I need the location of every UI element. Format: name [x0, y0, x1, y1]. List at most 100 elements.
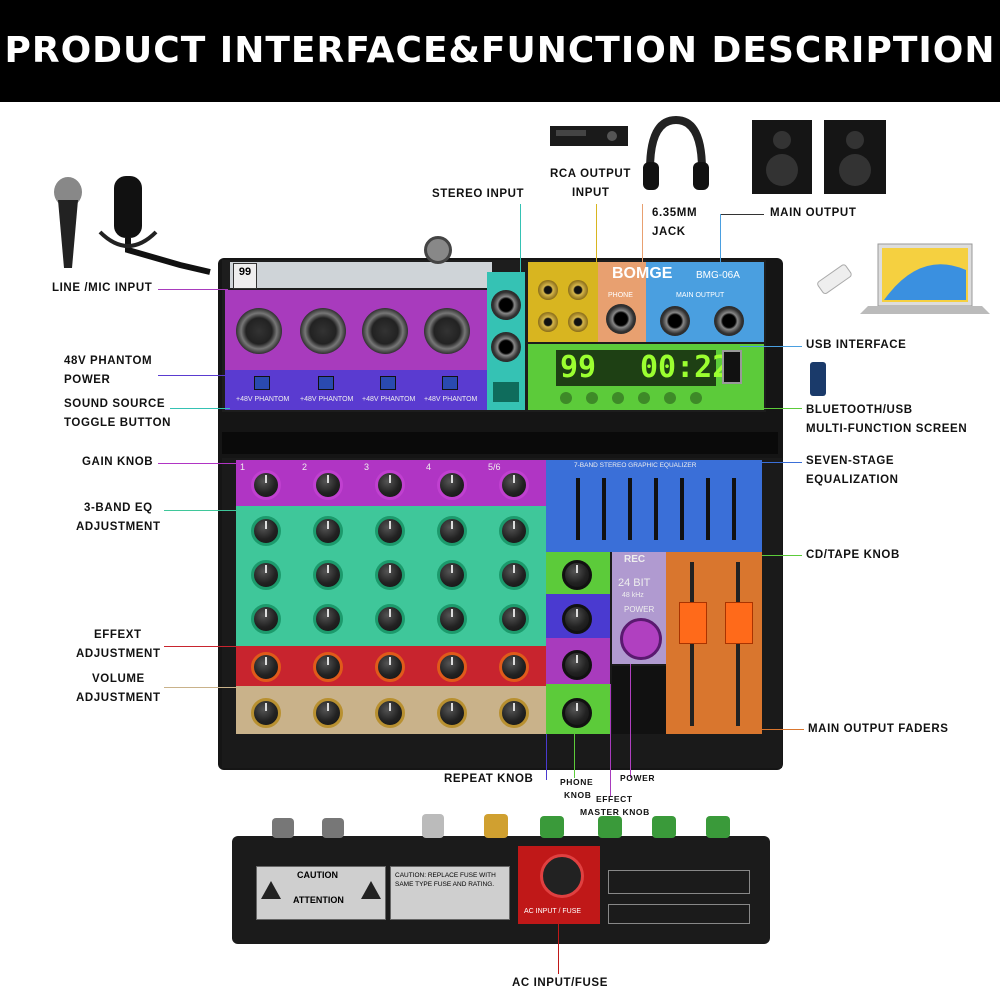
gain-knob-4[interactable] — [437, 470, 467, 500]
ac-input-panel: AC INPUT / FUSE — [518, 846, 600, 924]
eq-high-knob-5[interactable] — [499, 516, 529, 546]
label-phantom-2: POWER — [64, 374, 111, 386]
phone-volume-knob[interactable] — [562, 698, 592, 728]
ac-input-socket[interactable] — [540, 854, 584, 898]
back-jack-1[interactable] — [272, 818, 294, 838]
eq-slider-7[interactable] — [732, 478, 736, 540]
level-knob-4[interactable] — [437, 698, 467, 728]
player-button-6[interactable] — [690, 392, 702, 404]
phantom-button-2[interactable] — [318, 376, 334, 390]
rca-output-right[interactable] — [568, 312, 588, 332]
player-button-5[interactable] — [664, 392, 676, 404]
gain-knob-2[interactable] — [313, 470, 343, 500]
label-main-faders: MAIN OUTPUT FADERS — [808, 723, 949, 735]
ac-input-panel-label: AC INPUT / FUSE — [524, 908, 582, 915]
usb-port[interactable] — [722, 350, 742, 384]
eq-slider-4[interactable] — [654, 478, 658, 540]
mic-input-4[interactable] — [424, 308, 470, 354]
eq-low-knob-2[interactable] — [313, 604, 343, 634]
player-button-3[interactable] — [612, 392, 624, 404]
eq-high-knob-4[interactable] — [437, 516, 467, 546]
screen-preset: 99 — [560, 350, 597, 385]
stereo-input-right[interactable] — [491, 332, 521, 362]
player-button-2[interactable] — [586, 392, 598, 404]
repeat-knob[interactable] — [562, 604, 592, 634]
gain-knob-5[interactable] — [499, 470, 529, 500]
fx-knob-5[interactable] — [499, 652, 529, 682]
usb-56-toggle[interactable] — [493, 382, 519, 402]
fx-knob-1[interactable] — [251, 652, 281, 682]
gain-knob-3[interactable] — [375, 470, 405, 500]
power-button-label: POWER — [624, 605, 655, 614]
label-eq-2: ADJUSTMENT — [76, 521, 161, 533]
fx-knob-4[interactable] — [437, 652, 467, 682]
phantom-text-3: +48V PHANTOM — [362, 396, 416, 403]
eq-low-knob-4[interactable] — [437, 604, 467, 634]
eq-low-knob-3[interactable] — [375, 604, 405, 634]
rca-input-left[interactable] — [538, 280, 558, 300]
player-button-1[interactable] — [560, 392, 572, 404]
eq-high-knob-1[interactable] — [251, 516, 281, 546]
eq-slider-3[interactable] — [628, 478, 632, 540]
eq-slider-5[interactable] — [680, 478, 684, 540]
receiver-icon — [550, 126, 628, 146]
eq-high-knob-3[interactable] — [375, 516, 405, 546]
label-gain-knob: GAIN KNOB — [82, 456, 154, 468]
level-knob-3[interactable] — [375, 698, 405, 728]
mic-input-1[interactable] — [236, 308, 282, 354]
eq-slider-2[interactable] — [602, 478, 606, 540]
phantom-button-4[interactable] — [442, 376, 458, 390]
rca-output-left[interactable] — [568, 280, 588, 300]
label-seven-stage-1: SEVEN-STAGE — [806, 455, 895, 467]
eq-mid-knob-2[interactable] — [313, 560, 343, 590]
callout-line-volume — [164, 687, 238, 688]
phantom-button-3[interactable] — [380, 376, 396, 390]
eq-slider-6[interactable] — [706, 478, 710, 540]
effect-master-knob[interactable] — [562, 650, 592, 680]
gain-knob-1[interactable] — [251, 470, 281, 500]
back-jack-2[interactable] — [322, 818, 344, 838]
warning-icon-right — [361, 881, 381, 899]
channel-label-1: 1 — [240, 462, 246, 472]
label-eq-1: 3-BAND EQ — [84, 502, 153, 514]
callout-line-rca — [596, 204, 597, 286]
eq-mid-knob-3[interactable] — [375, 560, 405, 590]
mic-input-2[interactable] — [300, 308, 346, 354]
level-knob-1[interactable] — [251, 698, 281, 728]
eq-mid-knob-1[interactable] — [251, 560, 281, 590]
main-fader-left[interactable] — [679, 602, 707, 644]
eq-high-knob-2[interactable] — [313, 516, 343, 546]
fx-knob-3[interactable] — [375, 652, 405, 682]
top-xlr-connector[interactable] — [424, 236, 452, 264]
power-button[interactable] — [620, 618, 662, 660]
eq-mid-knob-5[interactable] — [499, 560, 529, 590]
phantom-button-1[interactable] — [254, 376, 270, 390]
back-jack-3[interactable] — [422, 814, 444, 838]
player-button-4[interactable] — [638, 392, 650, 404]
level-knob-5[interactable] — [499, 698, 529, 728]
main-output-left[interactable] — [660, 306, 690, 336]
mic-input-3[interactable] — [362, 308, 408, 354]
cd-tape-knob[interactable] — [562, 560, 592, 590]
studio-mic-icon — [98, 176, 211, 275]
back-xlr-2[interactable] — [598, 816, 622, 838]
panel-divider — [222, 432, 778, 454]
level-knob-2[interactable] — [313, 698, 343, 728]
back-xlr-1[interactable] — [540, 816, 564, 838]
eq-low-knob-5[interactable] — [499, 604, 529, 634]
back-xlr-3[interactable] — [652, 816, 676, 838]
phone-icon — [810, 362, 826, 396]
stereo-input-left[interactable] — [491, 290, 521, 320]
back-xlr-4[interactable] — [706, 816, 730, 838]
phone-jack[interactable] — [606, 304, 636, 334]
main-output-right[interactable] — [714, 306, 744, 336]
rca-input-right[interactable] — [538, 312, 558, 332]
eq-slider-1[interactable] — [576, 478, 580, 540]
label-stereo-input: STEREO INPUT — [432, 188, 525, 200]
back-jack-4[interactable] — [484, 814, 508, 838]
fuse-caution-label: CAUTION: REPLACE FUSE WITH SAME TYPE FUS… — [390, 866, 510, 920]
eq-low-knob-1[interactable] — [251, 604, 281, 634]
eq-mid-knob-4[interactable] — [437, 560, 467, 590]
main-fader-right[interactable] — [725, 602, 753, 644]
fx-knob-2[interactable] — [313, 652, 343, 682]
